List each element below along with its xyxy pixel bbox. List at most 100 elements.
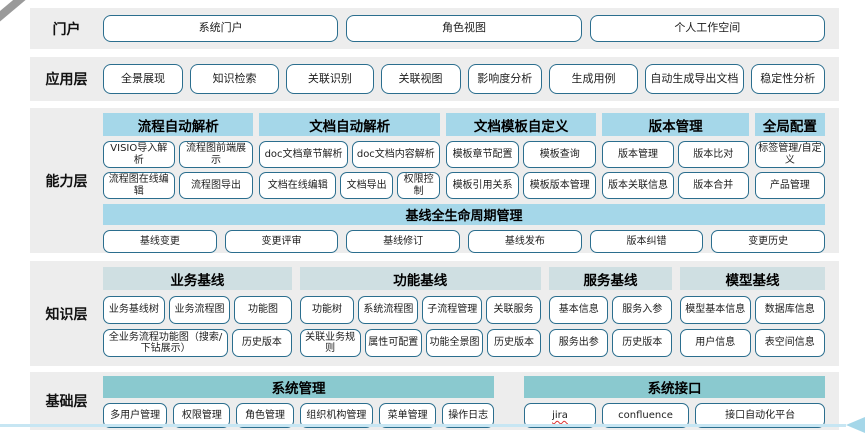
group-header: 文档模板自定义 <box>445 113 597 136</box>
capability-item: 流程图前端展示 <box>178 141 254 168</box>
knowledge-item: 系统流程图 <box>358 296 419 324</box>
application-item: 自动生成导出文档 <box>645 64 744 94</box>
group-row: VISIO导入解析 流程图前端展示 <box>103 141 254 168</box>
foundation-content: 系统管理 多用户管理 权限管理 角色管理 组织机构管理 菜单管理 操作日志 系统… <box>103 372 839 430</box>
group-row: 多用户管理 权限管理 角色管理 组织机构管理 菜单管理 操作日志 <box>103 403 495 428</box>
capability-item: 文档在线编辑 <box>259 172 337 199</box>
knowledge-item: 属性可配置 <box>364 329 422 357</box>
knowledge-item: 功能树 <box>299 296 355 324</box>
group-header: 流程自动解析 <box>103 113 254 136</box>
portal-item: 系统门户 <box>103 15 339 42</box>
capability-group-template-custom: 文档模板自定义 模板章节配置 模板查询 模板引用关系 模板版本管理 <box>445 113 597 203</box>
foundation-item: 权限管理 <box>173 403 231 428</box>
capability-item: 标签管理/自定义 <box>754 141 826 168</box>
group-row: 功能树 系统流程图 子流程管理 关联服务 <box>299 296 541 324</box>
knowledge-item: 模型基本信息 <box>680 296 751 324</box>
capability-item: 版本比对 <box>677 141 749 168</box>
baseline-item: 基线修订 <box>346 230 461 253</box>
group-row: 用户信息 表空间信息 <box>680 329 826 357</box>
group-header: 系统管理 <box>103 376 495 398</box>
application-item: 知识检索 <box>189 64 280 94</box>
foundation-item: 角色管理 <box>236 403 294 428</box>
layer-label-capability: 能力层 <box>45 173 88 190</box>
capability-item: 版本合并 <box>677 172 749 199</box>
foundation-item: 操作日志 <box>442 403 495 428</box>
knowledge-content: 业务基线 业务基线树 业务流程图 功能图 全业务流程功能图（搜索/下钻展示） 历… <box>103 261 839 366</box>
capability-layer-band: 能力层 流程自动解析 VISIO导入解析 流程图前端展示 流程图在线编辑 流程图… <box>30 108 839 253</box>
group-row: 模板引用关系 模板版本管理 <box>445 172 597 199</box>
foundation-item: 接口自动化平台 <box>695 403 825 428</box>
application-item: 关联识别 <box>286 64 374 94</box>
bottom-accent-line <box>0 424 846 427</box>
jira-label: jira <box>552 409 568 421</box>
confluence-node: confluence <box>601 403 690 428</box>
knowledge-item: 全业务流程功能图（搜索/下钻展示） <box>103 329 229 357</box>
knowledge-item: 功能图 <box>234 296 292 324</box>
layer-label-portal: 门户 <box>52 21 81 38</box>
group-row: doc文档章节解析 doc文档内容解析 <box>259 141 440 168</box>
knowledge-groups: 业务基线 业务基线树 业务流程图 功能图 全业务流程功能图（搜索/下钻展示） 历… <box>103 267 826 362</box>
capability-item: 模板章节配置 <box>445 141 520 168</box>
baseline-row: 基线变更 变更评审 基线修订 基线发布 版本纠错 变更历史 <box>103 230 826 253</box>
application-item: 生成用例 <box>548 64 639 94</box>
baseline-item: 基线发布 <box>468 230 582 253</box>
application-layer-band: 应用层 全景展现 知识检索 关联识别 关联视图 影响度分析 生成用例 自动生成导… <box>30 57 839 101</box>
capability-item: 模板版本管理 <box>523 172 597 199</box>
layer-label-foundation: 基础层 <box>45 394 88 410</box>
application-item: 稳定性分析 <box>750 64 825 94</box>
capability-group-doc-parsing: 文档自动解析 doc文档章节解析 doc文档内容解析 文档在线编辑 文档导出 权… <box>259 113 440 203</box>
capability-item: 文档导出 <box>340 172 394 199</box>
group-row: 服务出参 历史版本 <box>548 329 673 357</box>
knowledge-layer-band: 知识层 业务基线 业务基线树 业务流程图 功能图 全业务流程功能图（搜索/下钻展… <box>30 261 839 366</box>
layer-label-application: 应用层 <box>45 72 88 88</box>
knowledge-item: 服务入参 <box>612 296 673 324</box>
knowledge-group-business-baseline: 业务基线 业务基线树 业务流程图 功能图 全业务流程功能图（搜索/下钻展示） 历… <box>103 267 292 362</box>
capability-item: 版本管理 <box>602 141 674 168</box>
jira-node: jira <box>524 403 596 428</box>
capability-item: 产品管理 <box>754 172 826 199</box>
foundation-group-system-interface: 系统接口 jira confluence 接口自动化平台 <box>524 376 825 430</box>
application-row: 全景展现 知识检索 关联识别 关联视图 影响度分析 生成用例 自动生成导出文档 … <box>103 57 839 101</box>
foundation-item: 组织机构管理 <box>299 403 374 428</box>
baseline-item: 基线变更 <box>103 230 217 253</box>
group-row: 产品管理 <box>754 172 826 199</box>
group-row: 标签管理/自定义 <box>754 141 826 168</box>
layer-label-knowledge: 知识层 <box>45 306 88 323</box>
group-row: 文档在线编辑 文档导出 权限控制 <box>259 172 440 199</box>
capability-item: doc文档章节解析 <box>259 141 348 168</box>
group-row: 业务基线树 业务流程图 功能图 <box>103 296 292 324</box>
group-header: 文档自动解析 <box>259 113 440 136</box>
foundation-item: 菜单管理 <box>379 403 437 428</box>
knowledge-item: 子流程管理 <box>422 296 483 324</box>
group-row: jira confluence 接口自动化平台 <box>524 403 825 428</box>
knowledge-item: 表空间信息 <box>754 329 826 357</box>
knowledge-item: 用户信息 <box>680 329 751 357</box>
knowledge-item: 业务基线树 <box>103 296 165 324</box>
capability-group-global-config: 全局配置 标签管理/自定义 产品管理 <box>754 113 826 203</box>
application-item: 影响度分析 <box>467 64 542 94</box>
foundation-layer-band: 基础层 系统管理 多用户管理 权限管理 角色管理 组织机构管理 菜单管理 操作日… <box>30 372 839 430</box>
knowledge-item: 数据库信息 <box>754 296 826 324</box>
group-header: 服务基线 <box>548 267 673 290</box>
group-row: 版本关联信息 版本合并 <box>602 172 749 199</box>
group-row: 关联业务规则 属性可配置 功能全景图 历史版本 <box>299 329 541 357</box>
group-header: 全局配置 <box>754 113 826 136</box>
knowledge-group-function-baseline: 功能基线 功能树 系统流程图 子流程管理 关联服务 关联业务规则 属性可配置 功… <box>299 267 541 362</box>
bottom-arrow-icon <box>846 417 865 433</box>
capability-item: 流程图在线编辑 <box>103 172 175 199</box>
capability-item: 版本关联信息 <box>602 172 674 199</box>
group-header: 系统接口 <box>524 376 825 398</box>
group-row: 流程图在线编辑 流程图导出 <box>103 172 254 199</box>
capability-item: 流程图导出 <box>178 172 254 199</box>
portal-item: 角色视图 <box>346 15 582 42</box>
portal-layer-band: 门户 系统门户 角色视图 个人工作空间 <box>30 8 839 49</box>
baseline-lifecycle-header: 基线全生命周期管理 <box>103 204 825 225</box>
group-row: 模板章节配置 模板查询 <box>445 141 597 168</box>
knowledge-group-model-baseline: 模型基线 模型基本信息 数据库信息 用户信息 表空间信息 <box>680 267 826 362</box>
knowledge-item: 历史版本 <box>612 329 673 357</box>
group-header: 模型基线 <box>680 267 826 290</box>
baseline-item: 变更评审 <box>224 230 339 253</box>
portal-row: 系统门户 角色视图 个人工作空间 <box>103 8 839 49</box>
capability-item: 模板查询 <box>523 141 597 168</box>
corner-decoration <box>0 0 30 24</box>
